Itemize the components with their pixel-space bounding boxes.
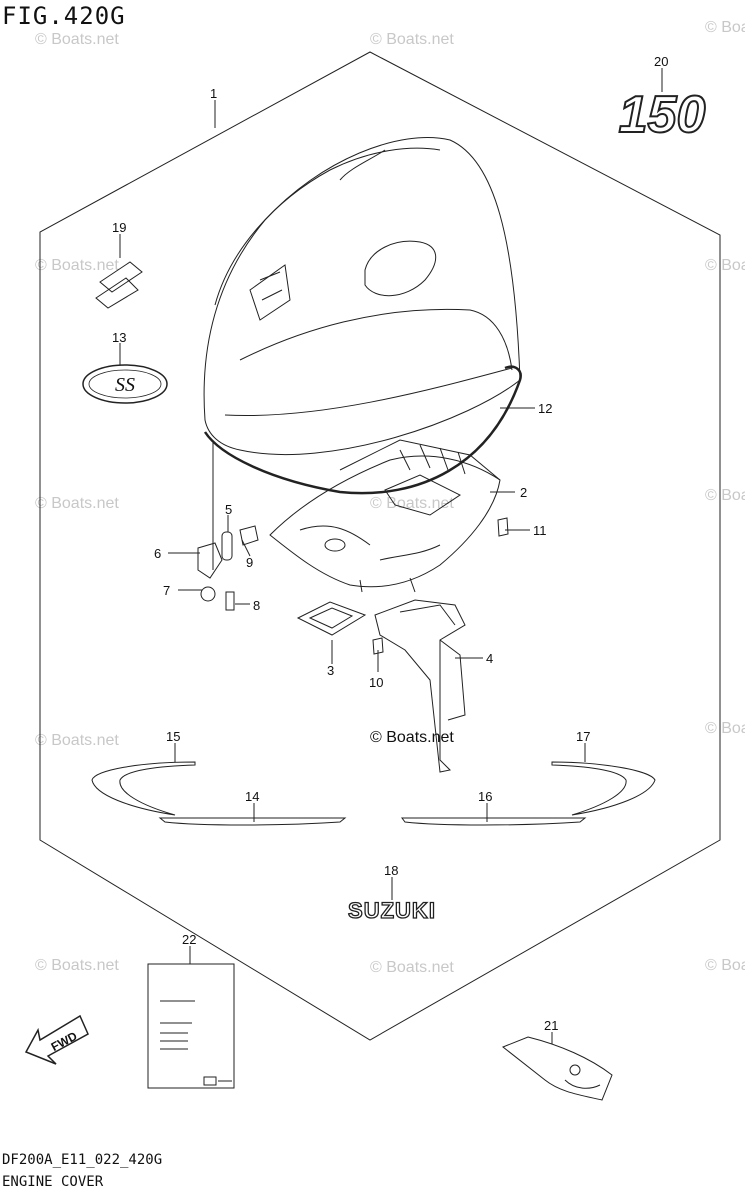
watermark: © Boats.net	[35, 31, 119, 48]
side-bracket	[374, 599, 466, 773]
diagram-code: DF200A_E11_022_420G	[2, 1152, 163, 1168]
model-decal-text: 150	[619, 86, 706, 144]
assembly-frame	[39, 51, 721, 1041]
center-copyright: © Boats.net	[370, 729, 454, 746]
engine-cover	[203, 137, 521, 456]
watermark: © Boats.net	[370, 959, 454, 976]
watermark: © Boats.net	[705, 19, 745, 36]
watermark: © Boats.net	[705, 487, 745, 504]
hardware	[197, 517, 509, 655]
callout-17: 17	[576, 729, 590, 744]
watermark: © Boats.net	[370, 31, 454, 48]
callout-15: 15	[166, 729, 180, 744]
diagram-name: ENGINE COVER	[2, 1174, 104, 1190]
callout-20: 20	[654, 54, 668, 69]
figure-title: FIG.420G	[2, 2, 126, 30]
callout-labels: 1 2 3 4 5 6 7 8 9 10 11 12 13 14 15 16 1…	[112, 54, 668, 1033]
callout-11: 11	[533, 523, 547, 538]
cover-seal	[203, 365, 522, 495]
watermark: © Boats.net	[35, 732, 119, 749]
leader-lines	[119, 68, 663, 1055]
callout-2: 2	[520, 485, 527, 500]
watermark: © Boats.net	[35, 257, 119, 274]
side-stripes	[91, 761, 656, 826]
callout-1: 1	[210, 86, 217, 101]
callout-18: 18	[384, 863, 398, 878]
callout-9: 9	[246, 555, 253, 570]
lower-tray	[269, 439, 501, 593]
model-decal: 150	[618, 85, 707, 145]
callout-7: 7	[163, 583, 170, 598]
callout-19: 19	[112, 220, 126, 235]
watermark: © Boats.net	[35, 495, 119, 512]
parts-bag	[502, 1036, 613, 1101]
owners-manual	[147, 963, 235, 1089]
s-logo-decal	[95, 261, 143, 309]
suzuki-decal: SUZUKI	[348, 898, 436, 923]
callout-14: 14	[245, 789, 259, 804]
callout-21: 21	[544, 1018, 558, 1033]
fwd-arrow-icon: FWD	[24, 1014, 89, 1065]
callout-3: 3	[327, 663, 334, 678]
ss-badge: SS	[82, 364, 168, 404]
callout-16: 16	[478, 789, 492, 804]
watermark: © Boats.net	[705, 957, 745, 974]
callout-10: 10	[369, 675, 383, 690]
watermark: © Boats.net	[35, 957, 119, 974]
watermark: © Boats.net	[705, 257, 745, 274]
callout-6: 6	[154, 546, 161, 561]
callout-22: 22	[182, 932, 196, 947]
callout-8: 8	[253, 598, 260, 613]
callout-12: 12	[538, 401, 552, 416]
callout-5: 5	[225, 502, 232, 517]
callout-13: 13	[112, 330, 126, 345]
callout-4: 4	[486, 651, 493, 666]
ss-badge-text: SS	[115, 374, 135, 396]
square-grommet	[296, 601, 367, 636]
watermark: © Boats.net	[705, 720, 745, 737]
